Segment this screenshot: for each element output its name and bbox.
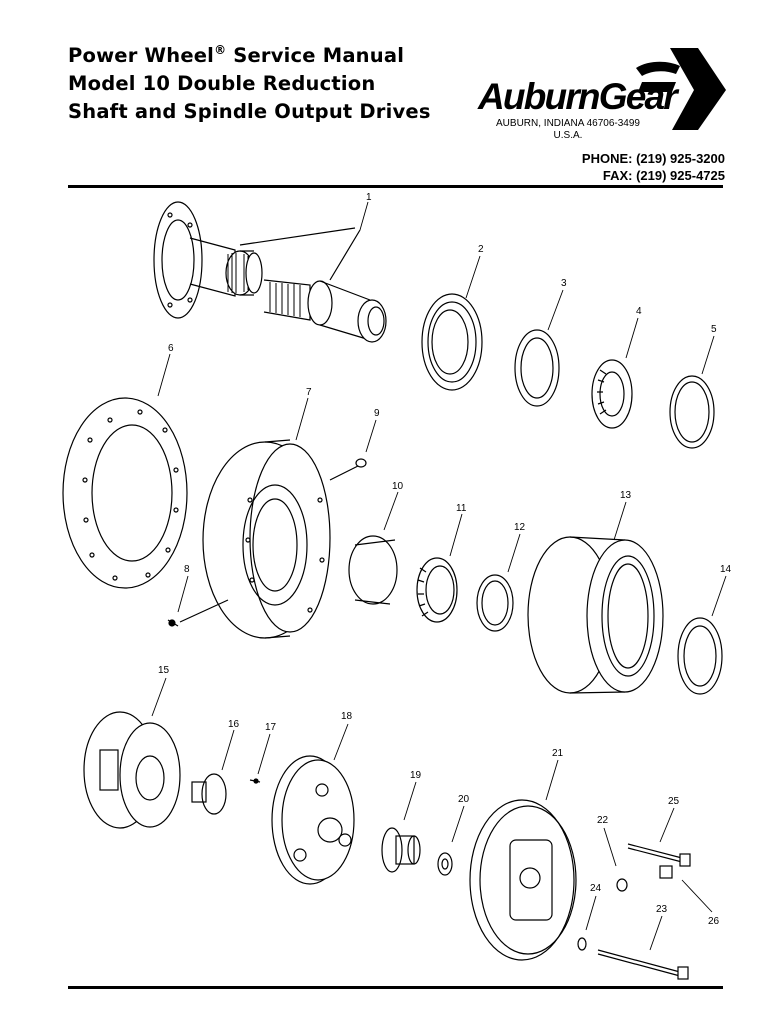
part-label: 18 [341,711,353,722]
part-label: 9 [374,408,380,419]
title-line-2: Model 10 Double Reduction [68,72,376,95]
bearing-cup-part [514,329,560,407]
part-label: 16 [228,719,240,730]
part-label: 26 [708,916,720,927]
exploded-parts-diagram: 1 2 3 4 5 6 7 8 9 10 11 12 13 14 15 16 1… [62,192,732,980]
bolt-part-23 [597,949,689,980]
part-label: 17 [265,722,277,733]
part-label: 20 [458,794,470,805]
part-label: 10 [392,481,404,492]
header-rule [68,185,723,188]
bolt-part-25 [627,843,691,867]
bearing-cone-part [591,359,633,429]
secondary-carrier-part [271,755,355,885]
part-label: 6 [168,343,174,354]
company-address: AUBURN, INDIANA 46706-3499 U.S.A. [496,118,640,141]
part-label: 1 [366,192,372,203]
part-label: 23 [656,904,668,915]
part-label: 7 [306,387,312,398]
washer-part-24 [577,937,587,951]
part-label: 12 [514,522,526,533]
bearing-cup-outer-part [669,375,715,449]
washer-part-20 [437,852,453,876]
contact-info: PHONE: (219) 925-3200 FAX: (219) 925-472… [582,150,725,184]
part-number-labels: 1 2 3 4 5 6 7 8 9 10 11 12 13 14 15 16 1… [158,192,732,927]
mounting-ring-part [62,397,188,589]
sun-gear-part-16 [191,773,227,815]
bearing-cone-part-11 [416,557,458,623]
hub-housing-part [179,439,359,639]
phone-number: PHONE: (219) 925-3200 [581,151,725,166]
footer-rule [68,986,723,989]
carrier-assembly-part [83,711,181,829]
gear-part-19 [381,827,421,873]
cover-part [469,799,577,961]
chevron-logo-icon [636,48,726,130]
fax-number: FAX: (219) 925-4725 [602,168,725,183]
part-label: 14 [720,564,732,575]
part-label: 21 [552,748,564,759]
nut-part-26 [659,865,673,879]
part-label: 24 [590,883,602,894]
nut-part-22 [616,878,628,892]
part-label: 11 [456,503,467,514]
seal-part [421,293,483,391]
manual-title: Power Wheel® Service Manual Model 10 Dou… [68,42,431,126]
part-label: 19 [410,770,422,781]
title-line-1: Power Wheel® Service Manual [68,43,405,67]
part-label: 5 [711,324,717,335]
screw-part-17 [249,778,261,784]
part-label: 25 [668,796,680,807]
part-label: 3 [561,278,567,289]
thrust-washer-part [476,574,514,632]
title-line-3: Shaft and Spindle Output Drives [68,100,431,123]
ring-gear-part [527,536,664,694]
seal-part-14 [677,617,723,695]
auburn-gear-logo: AuburnGear AUBURN, INDIANA 46706-3499 U.… [478,46,728,146]
part-label: 22 [597,815,609,826]
part-label: 15 [158,665,170,676]
part-label: 8 [184,564,190,575]
part-label: 13 [620,490,632,501]
plug-part-9 [355,458,367,468]
bolt-part-8 [167,619,179,627]
part-label: 4 [636,306,642,317]
output-shaft-part [153,201,387,343]
bearing-cup-part-10 [348,535,398,605]
part-label: 2 [478,244,484,255]
